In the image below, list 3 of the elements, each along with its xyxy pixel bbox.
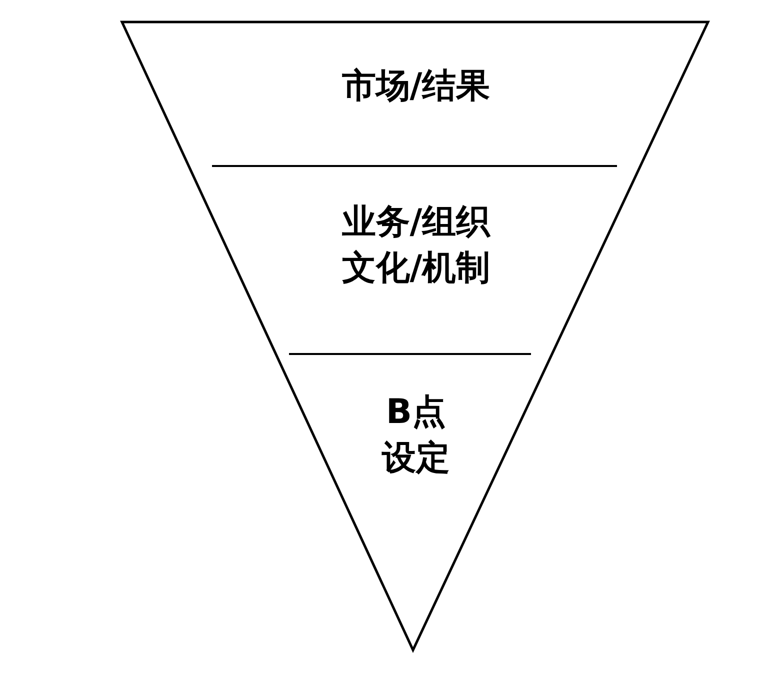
tier-label: 市场/结果 [314, 64, 518, 110]
tier-label: 业务/组织文化/机制 [334, 200, 498, 292]
tier-label: B点设定 [378, 390, 454, 482]
